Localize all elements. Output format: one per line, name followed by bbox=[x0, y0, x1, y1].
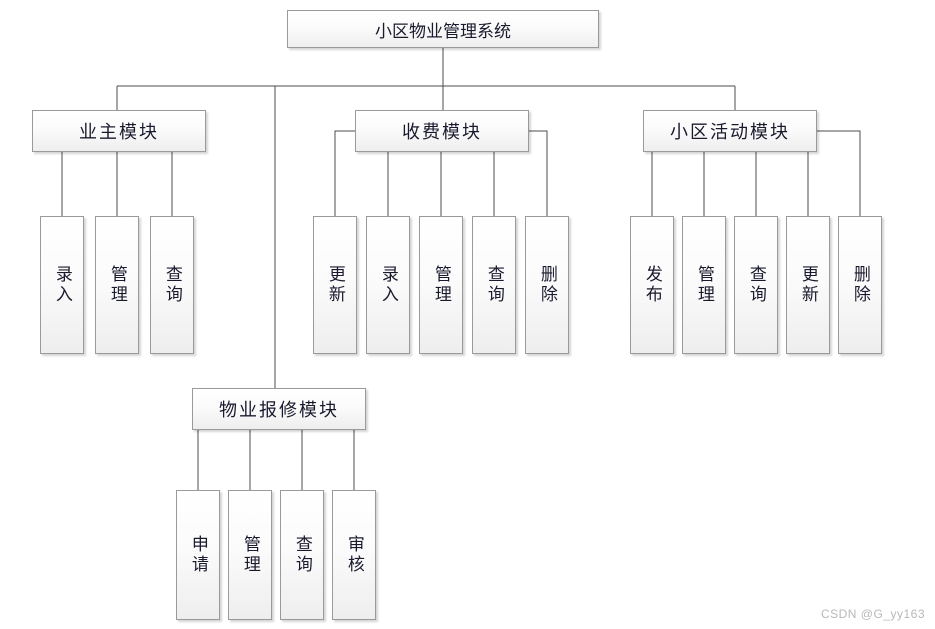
node-activity-child-delete[interactable]: 删除 bbox=[838, 216, 882, 354]
node-activity-child-query-label: 查询 bbox=[746, 265, 766, 305]
node-module-activity-label: 小区活动模块 bbox=[670, 122, 790, 142]
node-activity-child-update[interactable]: 更新 bbox=[786, 216, 830, 354]
wire-fee-c5 bbox=[529, 130, 548, 216]
node-activity-child-delete-label: 删除 bbox=[850, 265, 870, 305]
node-fee-child-query-label: 查询 bbox=[484, 265, 504, 305]
node-repair-child-query-label: 查询 bbox=[292, 535, 312, 575]
node-repair-child-manage[interactable]: 管理 bbox=[228, 490, 272, 620]
wire-fee-c1 bbox=[334, 130, 355, 216]
node-owner-child-manage[interactable]: 管理 bbox=[95, 216, 139, 354]
wire-activity-c5 bbox=[817, 130, 861, 216]
node-module-activity[interactable]: 小区活动模块 bbox=[643, 110, 817, 152]
node-repair-child-manage-label: 管理 bbox=[240, 535, 260, 575]
node-repair-child-apply-label: 申请 bbox=[188, 535, 208, 575]
node-fee-child-update[interactable]: 更新 bbox=[313, 216, 357, 354]
node-fee-child-query[interactable]: 查询 bbox=[472, 216, 516, 354]
node-repair-child-review[interactable]: 审核 bbox=[332, 490, 376, 620]
node-owner-child-query[interactable]: 查询 bbox=[150, 216, 194, 354]
node-fee-child-update-label: 更新 bbox=[325, 265, 345, 305]
node-fee-child-entry[interactable]: 录入 bbox=[366, 216, 410, 354]
node-repair-child-apply[interactable]: 申请 bbox=[176, 490, 220, 620]
node-activity-child-manage[interactable]: 管理 bbox=[682, 216, 726, 354]
node-repair-child-review-label: 审核 bbox=[344, 535, 364, 575]
node-repair-child-query[interactable]: 查询 bbox=[280, 490, 324, 620]
node-fee-child-delete-label: 删除 bbox=[537, 265, 557, 305]
node-activity-child-manage-label: 管理 bbox=[694, 265, 714, 305]
node-activity-child-publish[interactable]: 发布 bbox=[630, 216, 674, 354]
node-activity-child-query[interactable]: 查询 bbox=[734, 216, 778, 354]
node-activity-child-update-label: 更新 bbox=[798, 265, 818, 305]
node-module-repair[interactable]: 物业报修模块 bbox=[192, 388, 366, 430]
node-fee-child-delete[interactable]: 删除 bbox=[525, 216, 569, 354]
node-fee-child-manage-label: 管理 bbox=[431, 265, 451, 305]
node-owner-child-entry[interactable]: 录入 bbox=[40, 216, 84, 354]
node-module-owner-label: 业主模块 bbox=[79, 122, 159, 142]
node-fee-child-entry-label: 录入 bbox=[378, 265, 398, 305]
node-owner-child-query-label: 查询 bbox=[162, 265, 182, 305]
node-module-fee[interactable]: 收费模块 bbox=[355, 110, 529, 152]
node-module-fee-label: 收费模块 bbox=[402, 122, 482, 142]
node-owner-child-entry-label: 录入 bbox=[52, 265, 72, 305]
node-module-repair-label: 物业报修模块 bbox=[219, 400, 339, 420]
node-module-owner[interactable]: 业主模块 bbox=[32, 110, 206, 152]
node-fee-child-manage[interactable]: 管理 bbox=[419, 216, 463, 354]
node-activity-child-publish-label: 发布 bbox=[642, 265, 662, 305]
node-root-label: 小区物业管理系统 bbox=[375, 21, 511, 41]
node-owner-child-manage-label: 管理 bbox=[107, 265, 127, 305]
watermark-text: CSDN @G_yy163 bbox=[820, 607, 925, 621]
node-root[interactable]: 小区物业管理系统 bbox=[287, 10, 599, 48]
